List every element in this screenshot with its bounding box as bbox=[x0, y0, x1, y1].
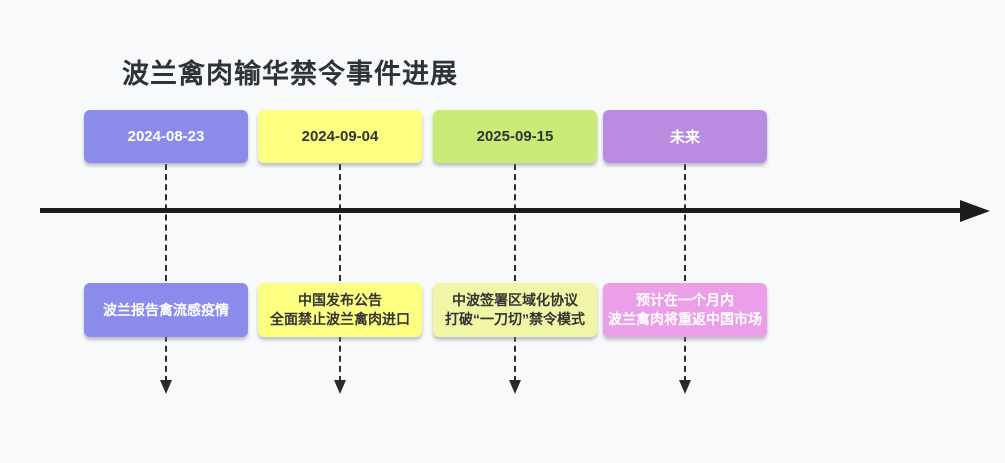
event-date: 2025-09-15 bbox=[476, 128, 554, 145]
event-description-line: 中波签署区域化协议 bbox=[452, 292, 578, 308]
event-date-box: 2024-08-23 bbox=[84, 110, 248, 163]
connector-down-arrowhead-icon bbox=[160, 380, 172, 394]
event-description-box: 波兰报告禽流感疫情 bbox=[84, 283, 248, 337]
event-description-line: 预计在一个月内 bbox=[636, 292, 734, 308]
connector-dashed-line bbox=[514, 164, 516, 382]
timeline-axis bbox=[40, 208, 968, 213]
event-description-box: 中波签署区域化协议 打破“一刀切”禁令模式 bbox=[433, 283, 597, 337]
connector-down-arrowhead-icon bbox=[509, 380, 521, 394]
timeline-axis-arrowhead-icon bbox=[960, 200, 990, 222]
event-date-box: 2025-09-15 bbox=[433, 110, 597, 163]
event-description-line: 波兰报告禽流感疫情 bbox=[103, 301, 229, 318]
connector-down-arrowhead-icon bbox=[679, 380, 691, 394]
event-date: 未来 bbox=[669, 129, 700, 146]
event-description-line: 全面禁止波兰禽肉进口 bbox=[270, 311, 410, 327]
connector-dashed-line bbox=[339, 164, 341, 382]
connector-dashed-line bbox=[684, 164, 686, 382]
event-date-box: 2024-09-04 bbox=[258, 110, 422, 163]
event-date: 2024-09-04 bbox=[301, 128, 379, 145]
event-description-line: 波兰禽肉将重返中国市场 bbox=[608, 311, 762, 327]
event-date: 2024-08-23 bbox=[127, 128, 205, 145]
event-description-line: 中国发布公告 bbox=[298, 292, 382, 308]
connector-down-arrowhead-icon bbox=[334, 380, 346, 394]
event-date-box: 未来 bbox=[603, 110, 767, 163]
connector-dashed-line bbox=[165, 164, 167, 382]
event-description-box: 中国发布公告 全面禁止波兰禽肉进口 bbox=[258, 283, 422, 337]
event-description-box: 预计在一个月内 波兰禽肉将重返中国市场 bbox=[603, 283, 767, 337]
event-description-line: 打破“一刀切”禁令模式 bbox=[445, 311, 585, 327]
page-title: 波兰禽肉输华禁令事件进展 bbox=[122, 59, 458, 89]
